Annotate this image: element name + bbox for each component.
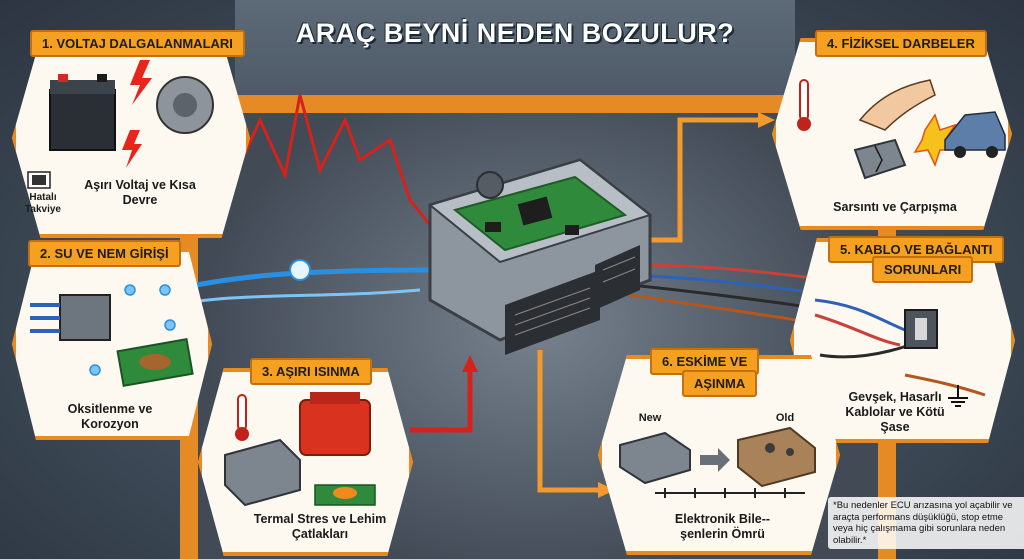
ecu-small-icon xyxy=(224,438,301,507)
broken-ecu-icon xyxy=(853,138,907,180)
connector-icon xyxy=(30,294,111,341)
battery-icon xyxy=(49,74,116,151)
new-label: New xyxy=(638,412,662,424)
section-caption-heat: Termal Stres ve Lehim Çatlakları xyxy=(253,512,387,541)
section-label-water: 2. SU VE NEM GİRİŞİ xyxy=(28,240,181,267)
old-ecu-icon xyxy=(737,426,816,488)
heat-arrow xyxy=(410,370,473,433)
water-drop-icon xyxy=(289,259,311,281)
ground-symbol-icon xyxy=(948,385,968,407)
section-caption-water: Oksitlenme ve Korozyon xyxy=(67,402,153,431)
page-title: ARAÇ BEYNİ NEDEN BOZULUR? xyxy=(295,18,735,48)
section-caption-wiring: Gevşek, Hasarlı Kablolar ve Kötü Şase xyxy=(845,390,945,434)
water-drops-icon xyxy=(89,284,176,376)
ecu-module xyxy=(427,158,653,355)
car-crash-icon xyxy=(944,111,1006,158)
cracked-solder-icon xyxy=(314,484,376,506)
plug-connector-icon xyxy=(904,309,938,349)
alternator-icon xyxy=(156,76,214,134)
old-label: Old xyxy=(775,412,795,424)
thermometer-icon xyxy=(797,79,811,131)
corroded-board-icon xyxy=(116,338,194,387)
section-label-impacts: 4. FİZİKSEL DARBELER xyxy=(815,30,987,57)
new-ecu-icon xyxy=(619,431,691,485)
section-label-heat: 3. AŞIRI ISINMA xyxy=(250,358,372,385)
lightning-icon xyxy=(130,60,152,105)
section-label-voltage: 1. VOLTAJ DALGALANMALARI xyxy=(30,30,245,57)
section-caption-impacts: Sarsıntı ve Çarpışma xyxy=(833,200,957,214)
arrow-right-icon xyxy=(700,448,730,472)
timeline-icon xyxy=(655,488,805,498)
section-caption-aging: Elektronik Bile-- şenlerin Ömrü xyxy=(674,512,771,541)
hand-icon xyxy=(858,79,936,131)
impact-arrow xyxy=(630,117,760,243)
footer-note: *Bu nedenler ECU arızasına yol açabilir … xyxy=(828,497,1024,549)
damaged-cables-icon xyxy=(814,298,986,397)
aging-arrow xyxy=(537,350,600,493)
section-caption-voltage: Aşırı Voltaj ve Kısa Devre xyxy=(84,178,196,207)
section-label-aging-2: AŞINMA xyxy=(682,370,758,397)
thermometer-icon xyxy=(235,394,249,441)
jump-start-icon xyxy=(27,171,51,189)
section-label-wiring-2: SORUNLARI xyxy=(872,256,974,283)
lightning-icon xyxy=(122,130,142,168)
hot-engine-icon xyxy=(299,392,371,456)
jump-start-label: Hatalı Takviye xyxy=(25,192,61,215)
